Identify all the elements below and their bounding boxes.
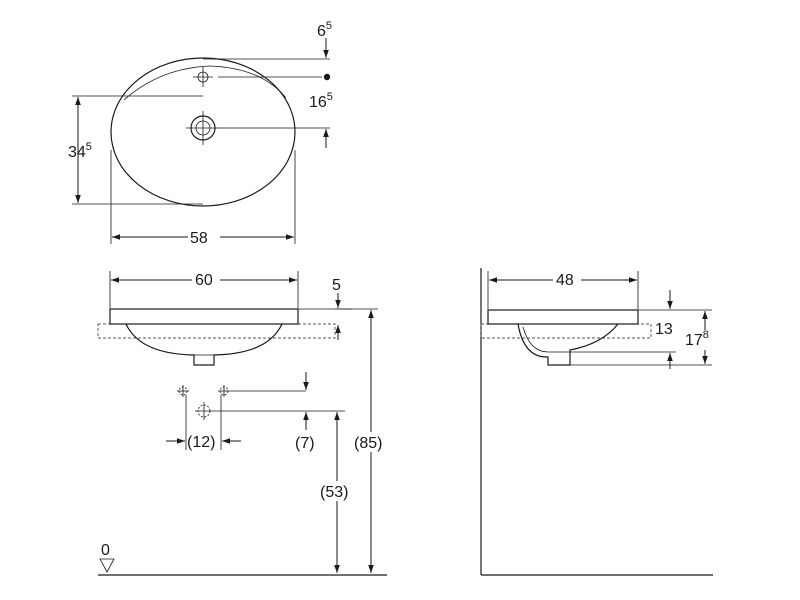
basin-rim	[109, 308, 299, 325]
tap-hole	[193, 67, 213, 87]
valve-point-right	[218, 385, 230, 397]
floor-level-symbol: 0	[99, 542, 115, 573]
basin-bowl	[125, 323, 283, 366]
countertop	[97, 323, 336, 339]
dim-34-5: 345	[68, 141, 92, 161]
dim-48: 48	[556, 272, 574, 289]
svg-text:0: 0	[101, 542, 110, 559]
basin-outline	[110, 57, 296, 207]
drain-point	[195, 402, 213, 420]
side-basin-bowl	[517, 323, 619, 366]
dim-85: (85)	[354, 435, 382, 452]
side-view: 48 13 178	[480, 268, 718, 576]
valve-point-left	[177, 385, 189, 397]
dim-16-5: 165	[309, 91, 333, 111]
basin-inner-rim	[123, 65, 287, 101]
dim-58: 58	[190, 230, 208, 247]
dim-5: 5	[332, 277, 341, 294]
dim-13: 13	[655, 321, 673, 338]
dim-17-8: 178	[685, 329, 709, 349]
side-basin-rim	[487, 309, 639, 325]
dim-12: (12)	[187, 434, 215, 451]
dim-7: (7)	[295, 435, 315, 452]
drain	[186, 111, 220, 145]
dim-53: (53)	[320, 484, 348, 501]
front-view: 60 5 (85) (	[97, 269, 389, 576]
dim-6-5: 65	[317, 20, 332, 40]
dim-60: 60	[195, 272, 213, 289]
top-view: 65 165 345 58	[68, 20, 333, 248]
